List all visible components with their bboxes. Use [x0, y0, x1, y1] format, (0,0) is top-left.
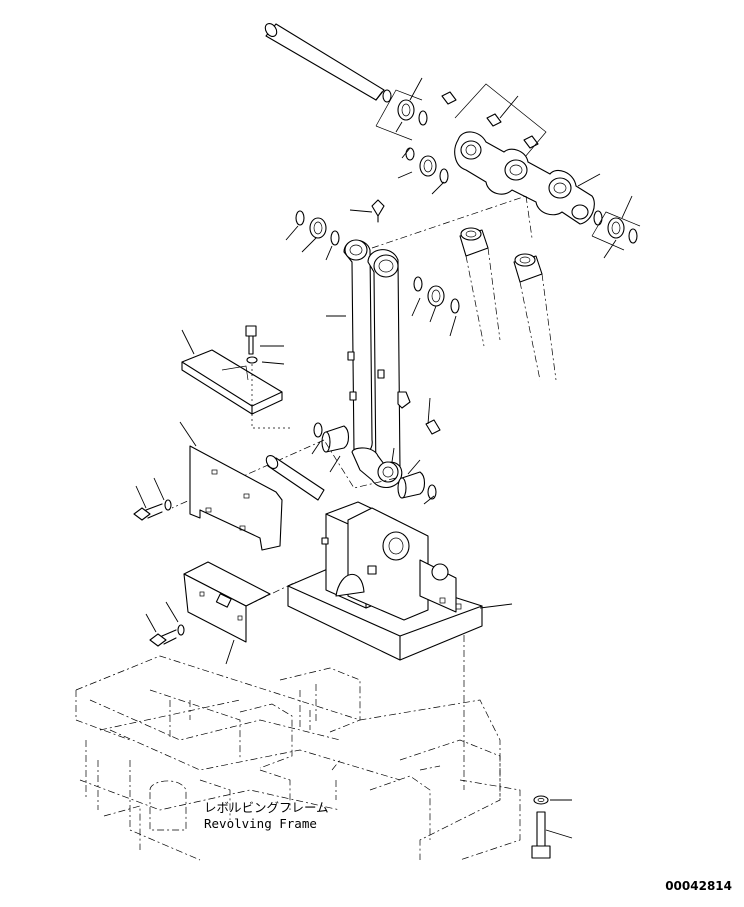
- mount-bracket: [287, 501, 483, 661]
- frame-name-jp: レボルビングフレーム: [204, 800, 329, 815]
- bracket-fittings: [454, 83, 547, 171]
- upper-pin: [264, 23, 385, 101]
- collar-right-a: [459, 227, 501, 347]
- grease-fitting-mid: [371, 199, 385, 223]
- upper-bushing-left: [382, 89, 428, 126]
- link-lower-bushings: [313, 422, 437, 500]
- assembly-line-d: [323, 439, 397, 489]
- front-cover: [183, 561, 271, 643]
- front-cover-bolt: [149, 624, 185, 647]
- assembly-line-b: [525, 195, 533, 239]
- bracket-right: [591, 211, 641, 251]
- twin-link: [343, 239, 411, 489]
- grease-fitting-link: [425, 419, 441, 435]
- mid-bushing: [405, 147, 449, 184]
- frame-name-en: Revolving Frame: [204, 816, 317, 831]
- assembly-line-a: [371, 195, 527, 249]
- leader-lines: [135, 77, 633, 839]
- bracket-upper-left: [375, 89, 423, 141]
- revolving-frame: [75, 655, 521, 861]
- assembly-line-f: [245, 581, 297, 607]
- cover-bolt-line: [251, 364, 292, 429]
- side-cover: [189, 445, 283, 551]
- cover-bolt-top: [245, 325, 258, 364]
- lower-pin: [265, 455, 325, 501]
- small-cover: [181, 349, 283, 415]
- upper-link: [454, 131, 595, 225]
- collar-right-b: [513, 253, 557, 381]
- grease-fittings-top: [441, 91, 539, 149]
- drawing-number: 00042814: [665, 879, 732, 893]
- link-mid-bushings: [413, 276, 460, 314]
- frame-bolt: [531, 795, 551, 859]
- link-upper-bushings: [295, 210, 340, 246]
- side-cover-bolt: [133, 499, 172, 521]
- right-bushing: [593, 210, 638, 244]
